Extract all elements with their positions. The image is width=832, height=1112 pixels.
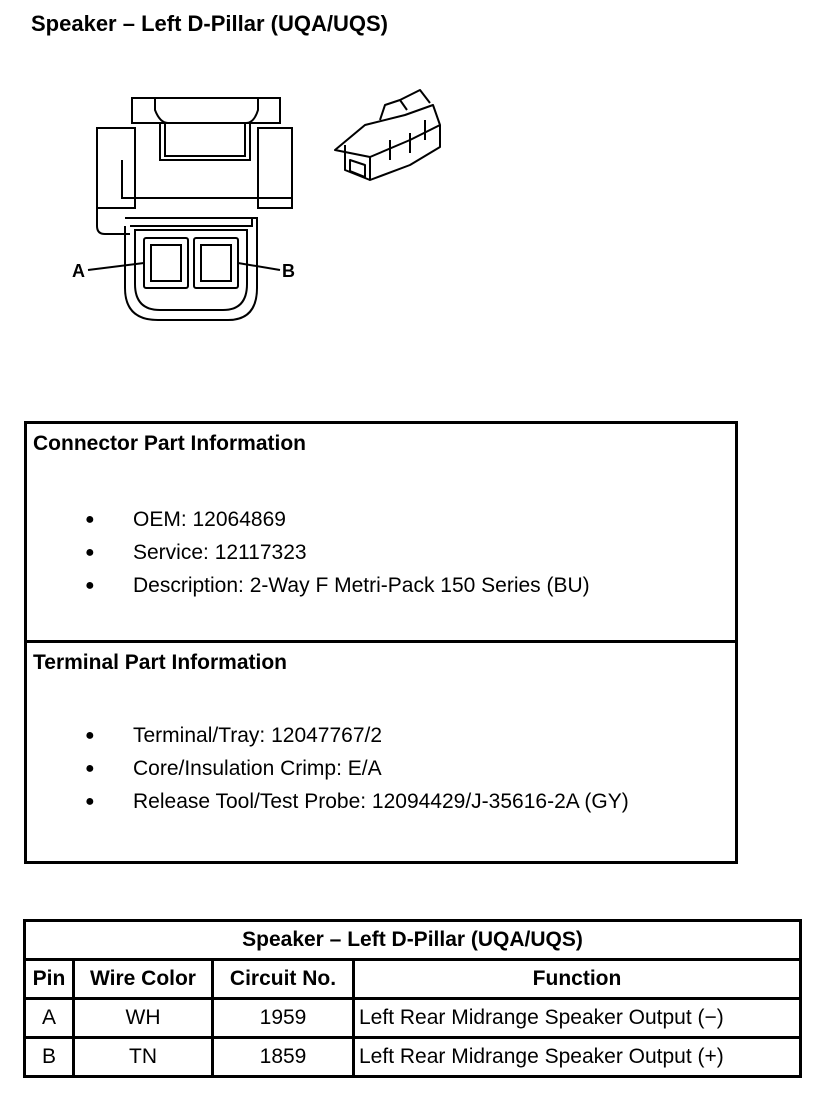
cell-circuit-no: 1859 bbox=[211, 1036, 355, 1078]
header-wire-color: Wire Color bbox=[72, 958, 214, 1000]
bullet-icon: ● bbox=[85, 760, 95, 777]
table-title-row: Speaker – Left D-Pillar (UQA/UQS) bbox=[23, 919, 802, 961]
bullet-icon: ● bbox=[85, 793, 95, 810]
bullet-icon: ● bbox=[85, 727, 95, 744]
table-title: Speaker – Left D-Pillar (UQA/UQS) bbox=[23, 919, 802, 961]
pin-table: Speaker – Left D-Pillar (UQA/UQS) Pin Wi… bbox=[23, 919, 802, 1078]
cell-function: Left Rear Midrange Speaker Output (−) bbox=[352, 997, 802, 1039]
cell-wire-color: WH bbox=[72, 997, 214, 1039]
cell-function: Left Rear Midrange Speaker Output (+) bbox=[352, 1036, 802, 1078]
table-row: B TN 1859 Left Rear Midrange Speaker Out… bbox=[23, 1036, 802, 1078]
table-header-row: Pin Wire Color Circuit No. Function bbox=[23, 958, 802, 1000]
header-function: Function bbox=[352, 958, 802, 1000]
cell-pin: A bbox=[23, 997, 75, 1039]
part-information-box: Connector Part Information ●OEM: 1206486… bbox=[24, 421, 738, 864]
connector-part-information: Connector Part Information ●OEM: 1206486… bbox=[27, 424, 735, 643]
header-pin: Pin bbox=[23, 958, 75, 1000]
bullet-icon: ● bbox=[85, 511, 95, 528]
page-title: Speaker – Left D-Pillar (UQA/UQS) bbox=[31, 11, 388, 36]
terminal-info-heading: Terminal Part Information bbox=[33, 651, 287, 674]
connector-info-heading: Connector Part Information bbox=[33, 432, 307, 455]
header-circuit-no: Circuit No. bbox=[211, 958, 355, 1000]
bullet-icon: ● bbox=[85, 544, 95, 561]
label-b: B bbox=[282, 261, 295, 281]
label-a: A bbox=[72, 261, 85, 281]
connector-isometric-diagram bbox=[334, 89, 441, 181]
cell-circuit-no: 1959 bbox=[211, 997, 355, 1039]
bullet-icon: ● bbox=[85, 577, 95, 594]
terminal-part-information: Terminal Part Information ●Terminal/Tray… bbox=[27, 643, 735, 861]
connector-face-diagram: A B bbox=[72, 97, 295, 321]
table-row: A WH 1959 Left Rear Midrange Speaker Out… bbox=[23, 997, 802, 1039]
cell-wire-color: TN bbox=[72, 1036, 214, 1078]
cell-pin: B bbox=[23, 1036, 75, 1078]
